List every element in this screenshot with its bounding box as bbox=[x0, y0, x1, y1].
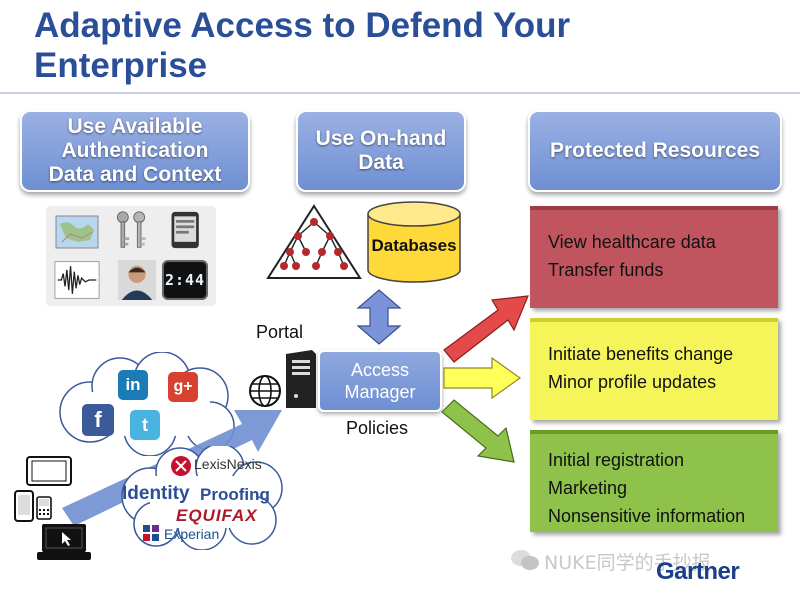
laptop-icon bbox=[37, 524, 91, 560]
twitter-letter: t bbox=[142, 414, 148, 435]
auth-context-icons bbox=[46, 206, 216, 306]
database-icon bbox=[367, 201, 461, 283]
policies-label: Policies bbox=[346, 418, 409, 438]
experian-logo-icon bbox=[143, 525, 159, 541]
facebook-icon: f bbox=[82, 404, 114, 436]
tablet-icon bbox=[26, 456, 72, 486]
token-display-icon: 2:44 bbox=[162, 260, 208, 300]
title-divider bbox=[0, 92, 800, 94]
linkedin-letter: in bbox=[125, 375, 141, 394]
title-line-1: Adaptive Access to Defend Your bbox=[34, 6, 571, 45]
resource-item: Minor profile updates bbox=[548, 372, 717, 392]
access-manager-label: Access Manager bbox=[344, 360, 416, 402]
header-auth-context: Use Available Authentication Data and Co… bbox=[20, 110, 250, 192]
resource-item: Transfer funds bbox=[548, 260, 664, 280]
keys-icon bbox=[116, 211, 146, 248]
hierarchy-triangle-icon bbox=[266, 204, 362, 279]
access-manager-box: Access Manager bbox=[318, 350, 442, 412]
watermark-text: NUKE同学的手抄报 bbox=[544, 552, 711, 574]
header-on-hand-data: Use On-hand Data bbox=[296, 110, 466, 192]
wechat-icon bbox=[511, 550, 539, 570]
double-arrow-icon bbox=[356, 289, 402, 345]
face-photo-icon bbox=[117, 260, 157, 300]
green-arrow-icon bbox=[441, 399, 515, 463]
header-auth-context-label: Use Available Authentication Data and Co… bbox=[48, 115, 222, 186]
resource-box-low: Initial registration Marketing Nonsensit… bbox=[530, 430, 778, 532]
resource-item: Nonsensitive information bbox=[548, 506, 746, 526]
arrows-to-resources bbox=[441, 295, 529, 463]
portal-label: Portal bbox=[256, 322, 304, 342]
smartphone-icon bbox=[14, 490, 34, 522]
server-icon bbox=[286, 350, 316, 408]
lexisnexis-label: LexisNexis bbox=[194, 456, 262, 472]
voiceprint-icon bbox=[54, 261, 100, 299]
facebook-letter: f bbox=[94, 407, 102, 432]
resource-box-medium: Initiate benefits change Minor profile u… bbox=[530, 318, 778, 420]
google-plus-icon: g+ bbox=[168, 372, 198, 402]
gartner-logo: Gartner bbox=[656, 558, 740, 585]
resource-box-high: View healthcare data Transfer funds bbox=[530, 206, 778, 308]
phone-icon bbox=[171, 211, 199, 249]
databases-label: Databases bbox=[371, 236, 457, 255]
token-display-value: 2:44 bbox=[164, 271, 206, 289]
mobile-phone-icon bbox=[36, 496, 52, 520]
title-line-2: Enterprise bbox=[34, 46, 208, 85]
resource-item: Initiate benefits change bbox=[548, 344, 734, 364]
equifax-label: EQUIFAX bbox=[176, 506, 258, 525]
google-plus-letter: g+ bbox=[173, 378, 193, 395]
linkedin-icon: in bbox=[118, 370, 148, 400]
header-protected-resources: Protected Resources bbox=[528, 110, 782, 192]
lexisnexis-logo-icon bbox=[171, 456, 191, 476]
red-arrow-icon bbox=[443, 295, 529, 363]
resource-item: Marketing bbox=[548, 478, 628, 498]
proofing-label: Proofing bbox=[200, 485, 270, 504]
header-on-hand-data-label: Use On-hand Data bbox=[315, 127, 447, 174]
experian-label: Experian bbox=[164, 526, 220, 542]
slide-title: Adaptive Access to Defend Your Enterpris… bbox=[34, 6, 774, 86]
header-protected-resources-label: Protected Resources bbox=[549, 139, 761, 162]
yellow-arrow-icon bbox=[443, 356, 522, 400]
identity-label: Identity bbox=[122, 483, 190, 504]
globe-icon bbox=[249, 375, 281, 407]
resource-item: Initial registration bbox=[548, 450, 685, 470]
resource-item: View healthcare data bbox=[548, 232, 716, 252]
map-icon bbox=[55, 215, 99, 249]
twitter-icon: t bbox=[130, 410, 160, 440]
